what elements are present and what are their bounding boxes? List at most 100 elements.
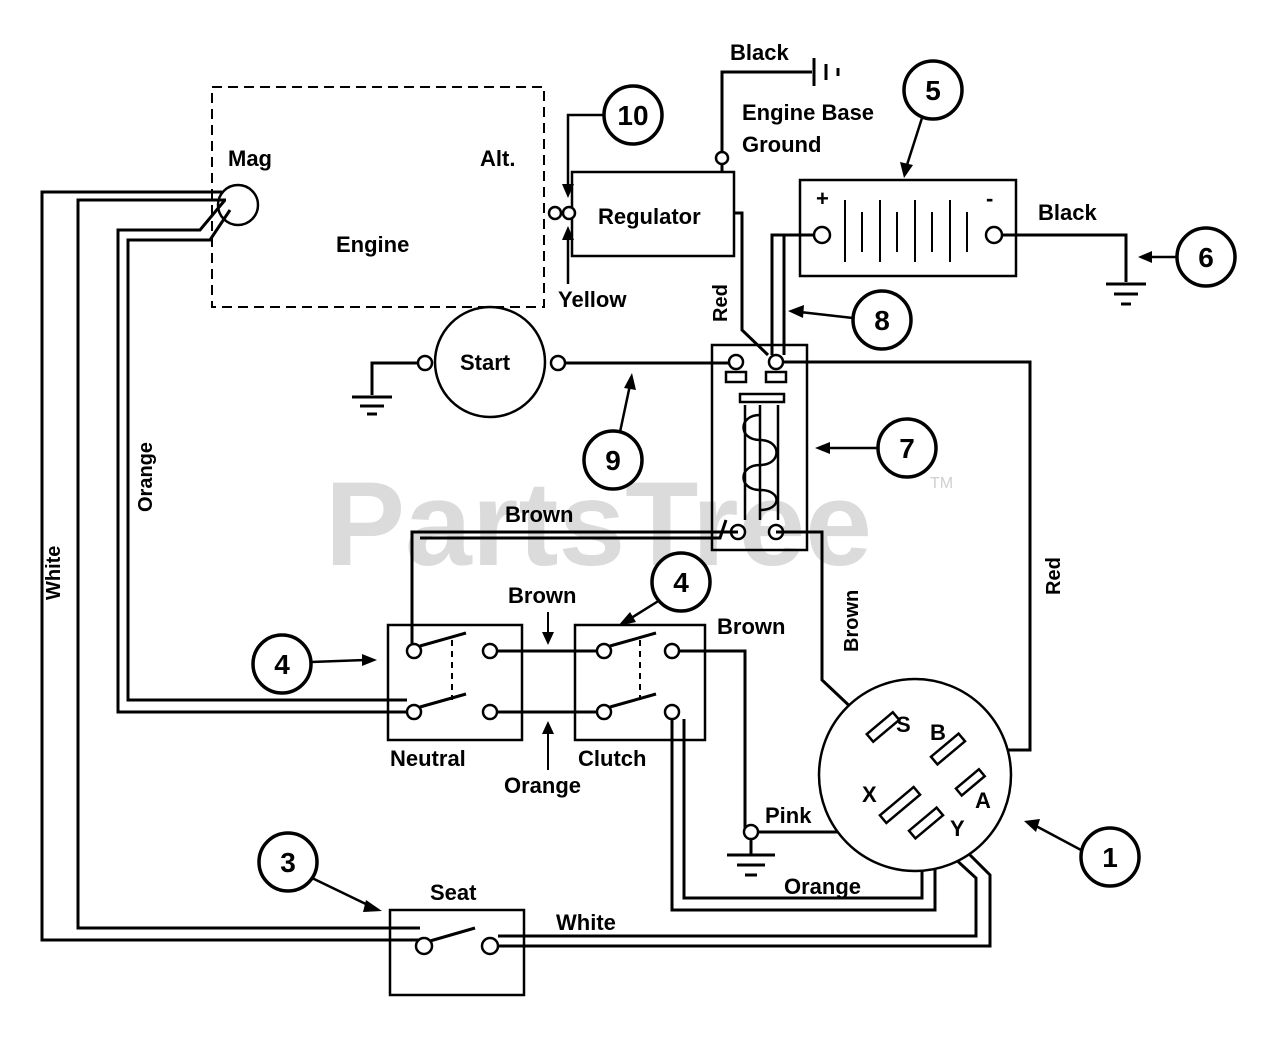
alt-label: Alt. [480, 146, 515, 171]
seat-terminal [414, 936, 434, 956]
battery-ground-wire [1002, 233, 1128, 282]
svg-text:1: 1 [1102, 842, 1118, 873]
alt-terminal-left [547, 205, 563, 221]
engine-box [211, 86, 545, 308]
white-left-label: White [43, 546, 65, 600]
ignition-switch [817, 677, 1013, 873]
start-label: Start [460, 350, 511, 375]
solenoid-terminal-start [727, 353, 745, 371]
ignition-y-label: Y [950, 816, 965, 841]
clutch-switch-blade [609, 692, 657, 709]
ground-symbol-icon [1106, 282, 1146, 306]
callout-4-left-leader [310, 658, 366, 664]
callout-1-leader [1035, 824, 1082, 852]
brown-wire-top [410, 530, 738, 650]
solenoid-contact [724, 370, 748, 384]
arrowhead-icon [542, 632, 554, 645]
callout-9: 9 [582, 429, 644, 491]
ground-symbol-icon [352, 395, 392, 416]
neutral-terminal [405, 703, 423, 721]
callout-5-leader [904, 117, 924, 169]
ignition-terminal-a [954, 767, 987, 798]
svg-text:3: 3 [280, 847, 296, 878]
svg-text:7: 7 [899, 433, 915, 464]
callout-3-leader [311, 876, 371, 908]
callout-5: 5 [902, 59, 964, 121]
callout-10-leader [566, 113, 603, 188]
seat-switch-blade [429, 926, 476, 943]
svg-text:4: 4 [274, 649, 290, 680]
red-vertical-label: Red [710, 284, 732, 322]
black-right-label: Black [1038, 200, 1097, 225]
regulator-label: Regulator [598, 204, 701, 229]
clutch-terminal [663, 703, 681, 721]
brown-top-label: Brown [505, 502, 573, 527]
clutch-terminal [663, 642, 681, 660]
callout-3: 3 [257, 831, 319, 893]
ignition-s-label: S [896, 712, 911, 737]
mag-label: Mag [228, 146, 272, 171]
arrowhead-icon [618, 612, 636, 626]
red-right-label: Red [1043, 557, 1065, 595]
white-wire-left-2 [76, 198, 420, 930]
arrowhead-icon [624, 373, 636, 390]
engine-base-ground-line2: Ground [742, 132, 821, 157]
battery-positive-terminal [812, 225, 832, 245]
solenoid-contact [764, 370, 788, 384]
pink-label: Pink [765, 803, 812, 828]
arrowhead-icon [788, 305, 804, 318]
seat-terminal [480, 936, 500, 956]
svg-text:9: 9 [605, 445, 621, 476]
svg-text:8: 8 [874, 305, 890, 336]
ignition-terminal-y [907, 805, 945, 841]
ignition-x-label: X [862, 782, 877, 807]
ignition-terminal-x [878, 785, 922, 825]
arrowhead-icon [542, 721, 554, 734]
neutral-terminal [481, 642, 499, 660]
clutch-switch-blade [609, 631, 657, 648]
callout-9-leader [618, 384, 632, 433]
orange-bottom-label: Orange [784, 874, 861, 899]
neutral-label: Neutral [390, 746, 466, 771]
battery-cells-icon [844, 200, 968, 262]
battery-minus-label: - [986, 186, 993, 211]
arrowhead-icon [815, 442, 830, 454]
callout-7: 7 [876, 417, 938, 479]
orange-wire-left-2 [126, 209, 407, 702]
svg-text:4: 4 [673, 567, 689, 598]
callout-4-left: 4 [251, 633, 313, 695]
clutch-terminal [595, 703, 613, 721]
ignition-b-label: B [930, 720, 946, 745]
brown-mid-label: Brown [508, 583, 576, 608]
seat-label: Seat [430, 880, 477, 905]
seat-switch-box [388, 908, 526, 997]
orange-mid-label: Orange [504, 773, 581, 798]
neutral-switch-blade [419, 692, 467, 709]
solenoid-coil-icon [742, 405, 780, 520]
white-bottom-label: White [556, 910, 616, 935]
svg-text:5: 5 [925, 75, 941, 106]
callout-8-leader [799, 310, 854, 320]
white-wire-left [40, 190, 420, 942]
yellow-wire-label: Yellow [558, 287, 627, 312]
battery-plus-label: + [816, 186, 829, 211]
red-wire-regulator [734, 211, 770, 357]
starter-ground-wire [370, 361, 418, 395]
ground-symbol-icon [727, 853, 775, 877]
neutral-switch-blade [419, 631, 467, 648]
starter-ground-terminal [416, 354, 434, 372]
callout-1: 1 [1079, 826, 1141, 888]
callout-8: 8 [851, 289, 913, 351]
arrowhead-icon [562, 184, 574, 198]
neutral-terminal [405, 642, 423, 660]
engine-label: Engine [336, 232, 409, 257]
arrowhead-icon [362, 654, 377, 666]
solenoid-terminal-battery [767, 353, 785, 371]
svg-text:6: 6 [1198, 242, 1214, 273]
neutral-terminal [481, 703, 499, 721]
orange-wire-left [116, 199, 407, 714]
battery-box [798, 178, 1018, 278]
brown-right-label: Brown [717, 614, 785, 639]
neutral-switch-box [386, 623, 524, 742]
